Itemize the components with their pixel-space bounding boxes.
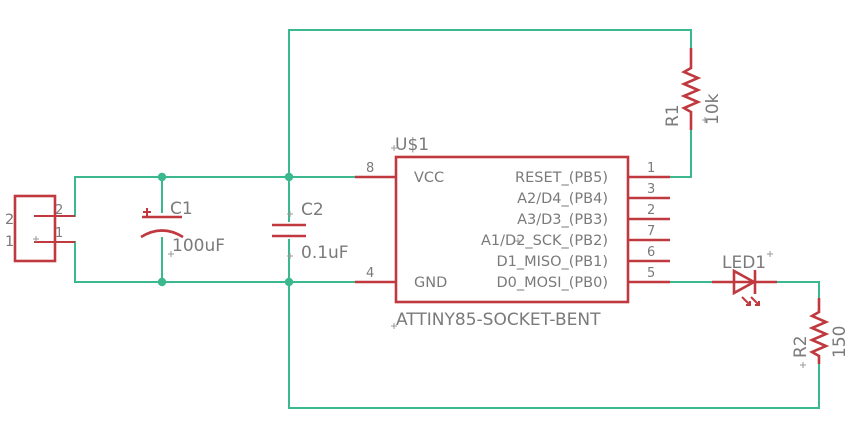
- led-origin-mark: [767, 251, 773, 257]
- wire-r1-to-reset: [669, 129, 692, 178]
- ic-name-origin-mark: [391, 145, 397, 151]
- connector-pin2-number: 2: [55, 203, 63, 218]
- ic-pin-2-number: 2: [647, 203, 655, 218]
- junction-c1-vcc: [157, 172, 167, 182]
- r2-zigzag: [808, 298, 830, 364]
- ic-pin-8-number: 8: [366, 161, 374, 176]
- ic-body: [394, 155, 630, 304]
- junction-c1-gnd: [157, 277, 167, 287]
- c1-value: 100uF: [172, 236, 225, 256]
- r2-origin-mark: [800, 362, 806, 368]
- junction-c2-gnd: [284, 277, 294, 287]
- ic-value-origin-mark: [391, 323, 397, 329]
- connector-pin1-label: 1: [5, 234, 14, 250]
- led-emission-arrow-1: [741, 296, 751, 306]
- led-diode-triangle: [732, 268, 757, 296]
- junction-c2-vcc: [284, 172, 294, 182]
- ic-pin-7-number: 7: [647, 224, 655, 239]
- wire-vcc-to-r1: [288, 29, 692, 178]
- ic-pin-1-number: 1: [647, 161, 655, 176]
- ic-center-origin-mark: [515, 238, 521, 244]
- junctions: [157, 172, 294, 287]
- ic-pin-1-name: RESET_(PB5): [515, 170, 608, 186]
- ic-value: ATTINY85-SOCKET-BENT: [396, 310, 601, 330]
- wire-r2-to-gnd: [288, 281, 820, 409]
- connector-pin1-number: 1: [55, 226, 63, 241]
- r1-origin-mark: [702, 117, 708, 123]
- c1-origin-mark: [168, 251, 174, 257]
- ic-pin-2-name: A3/D3_(PB3): [517, 212, 608, 228]
- resistor-r2: R2 150: [791, 298, 850, 368]
- wire-led-to-r2: [776, 281, 820, 299]
- ic-pin-4-name: GND: [414, 275, 447, 291]
- c1-name: C1: [170, 199, 193, 219]
- led-name: LED1: [722, 253, 766, 273]
- c2-origin-mark-2: [287, 253, 293, 259]
- ic-pin-6-name: D1_MISO_(PB1): [496, 254, 608, 270]
- r1-name: R1: [663, 104, 683, 127]
- c2-value: 0.1uF: [301, 243, 349, 263]
- r1-value: 10k: [703, 93, 723, 125]
- connector-origin-mark: [33, 236, 39, 242]
- led-emission-arrow-2: [750, 296, 760, 306]
- ic-pin-6-number: 6: [647, 245, 655, 260]
- ic-pin-7-name: A1/D2_SCK_(PB2): [481, 233, 608, 249]
- power-connector: 2 1 2 1: [5, 194, 75, 263]
- ic-pin-5-number: 5: [647, 266, 655, 281]
- ic-pin-8-name: VCC: [414, 170, 444, 186]
- capacitor-c2: C2 0.1uF: [272, 200, 349, 263]
- ic-pin-5-name: D0_MOSI_(PB0): [496, 275, 608, 291]
- resistor-r1: R1 10k: [663, 48, 723, 130]
- ic-name: U$1: [395, 135, 429, 155]
- ic-pin-3-name: A2/D4_(PB4): [517, 191, 608, 207]
- connector-body: [13, 194, 57, 263]
- connector-pin2-label: 2: [5, 212, 14, 228]
- ic-pin-4-number: 4: [366, 266, 374, 281]
- led-led1: LED1: [712, 251, 777, 306]
- r2-name: R2: [791, 335, 811, 358]
- r2-value: 150: [830, 326, 850, 358]
- ic-attiny85: U$1 ATTINY85-SOCKET-BENT 8 VCC 4 GND 1 R…: [355, 135, 670, 330]
- ic-pin-3-number: 3: [647, 182, 655, 197]
- c2-origin-mark-1: [287, 211, 293, 217]
- capacitor-c1: C1 100uF: [140, 199, 225, 257]
- wires: [74, 29, 820, 409]
- c1-plate-negative: [140, 229, 184, 239]
- c2-name: C2: [301, 200, 324, 220]
- c1-plus-sign: [143, 208, 151, 216]
- r1-zigzag: [680, 48, 702, 130]
